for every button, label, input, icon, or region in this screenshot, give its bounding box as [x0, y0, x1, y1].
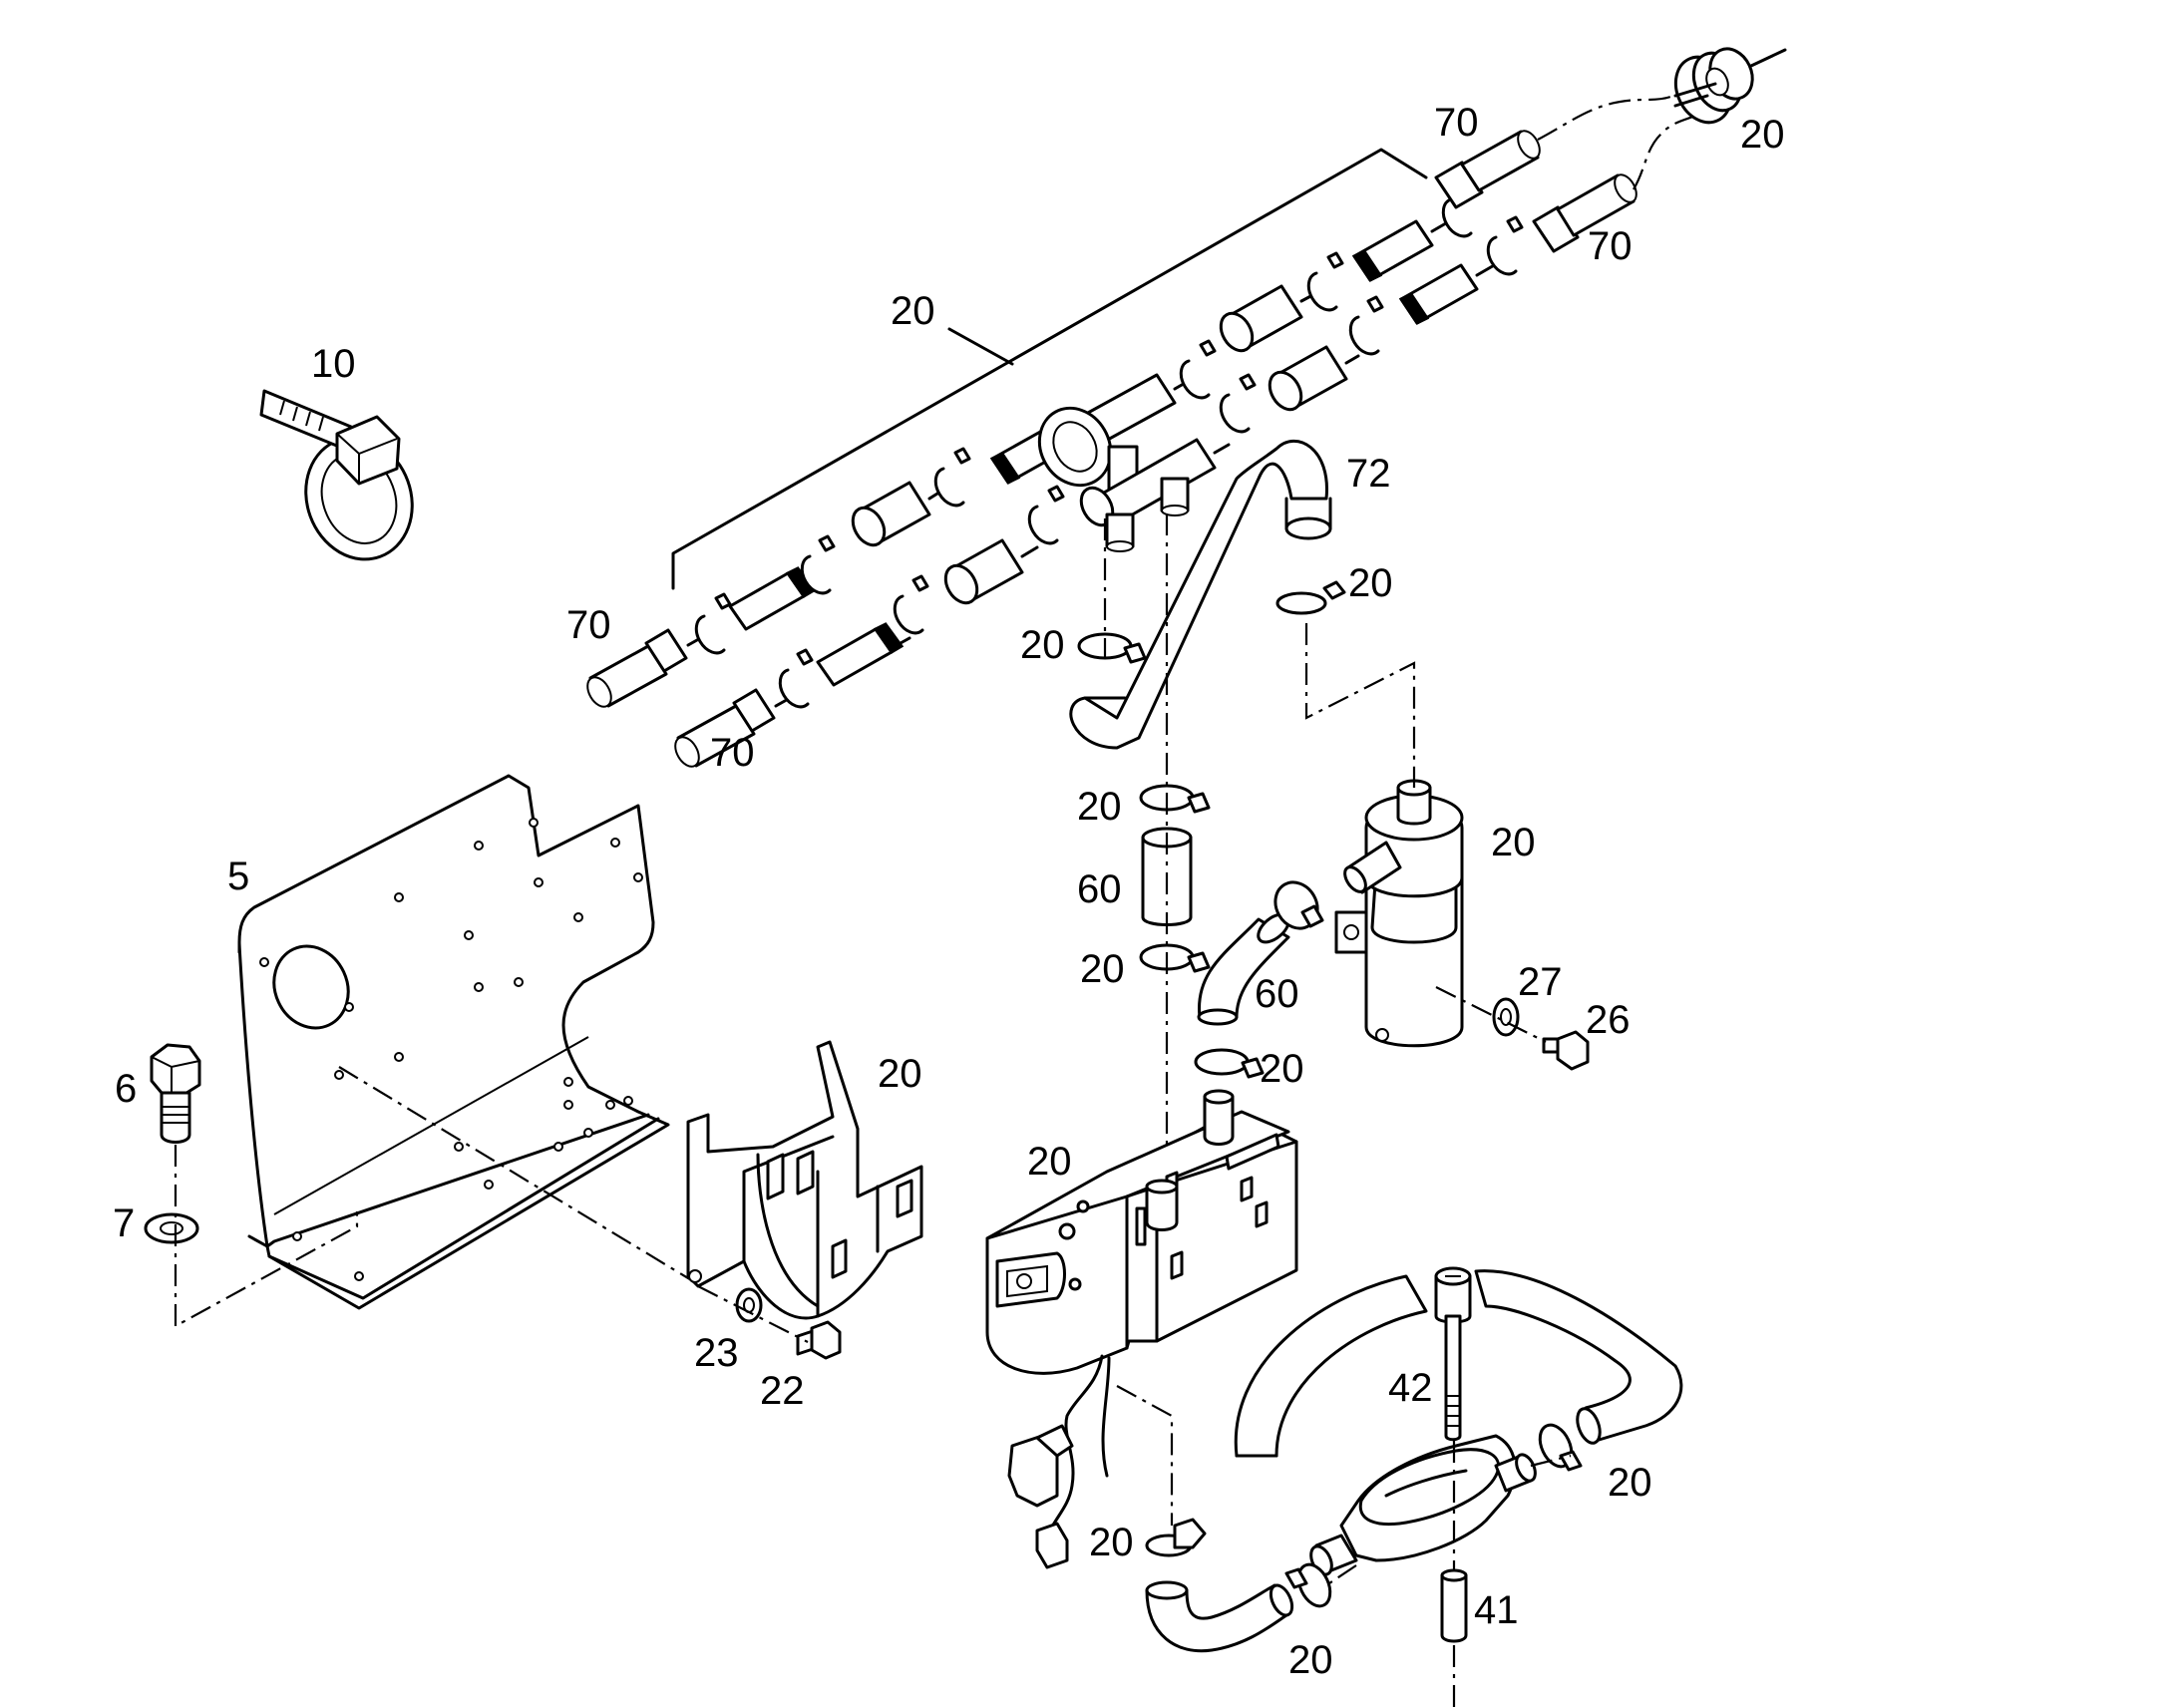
- line-group-leader: [947, 327, 1014, 366]
- curved-pipe-part: [1069, 439, 1332, 750]
- heater-unit-part: [985, 1089, 1298, 1569]
- bracket-part: [686, 1040, 923, 1320]
- callout-70-bottom: 70: [710, 731, 755, 775]
- heater-harness-axis: [1116, 1385, 1174, 1526]
- callout-labels: 5 6 7 10 20 70 70 20 70 70 72 20 20 20 6…: [113, 101, 1785, 1682]
- callout-20-exhaust-clamp: 20: [1608, 1461, 1652, 1505]
- callout-6: 6: [115, 1067, 137, 1111]
- callout-70-right: 70: [1588, 224, 1633, 268]
- mounting-plate-holes: [259, 818, 643, 1281]
- spacer-part-41: [1440, 1568, 1468, 1643]
- callout-20-heater: 20: [1027, 1140, 1072, 1184]
- elbow-hose-part: [1197, 912, 1290, 1026]
- callout-20-line-set: 20: [891, 289, 935, 333]
- bolt-axis: [174, 1145, 359, 1328]
- callout-20-grommet: 20: [1740, 113, 1785, 157]
- screw-part-22: [796, 1320, 842, 1360]
- grommet-part: [1673, 47, 1787, 125]
- washer-part-7: [144, 1212, 199, 1244]
- callout-20-bottom: 20: [1288, 1638, 1333, 1682]
- clamp-part-exhaust: [1538, 1423, 1583, 1472]
- callout-7: 7: [113, 1201, 135, 1245]
- clamp-part-72: [1275, 580, 1346, 615]
- bolt-part-6: [150, 1043, 201, 1144]
- callout-60-elbow: 60: [1255, 972, 1299, 1016]
- callout-20-left-clamp: 20: [1020, 623, 1065, 667]
- callout-27: 27: [1518, 960, 1563, 1004]
- clamp-part-middle: [1139, 784, 1211, 814]
- top-right-line-path-upper: [1537, 78, 1696, 141]
- callout-70-left: 70: [566, 603, 611, 647]
- callout-5: 5: [227, 854, 249, 898]
- callout-22: 22: [760, 1369, 805, 1413]
- callout-26: 26: [1586, 998, 1631, 1042]
- bolt-part-42: [1434, 1266, 1472, 1442]
- upper-fuel-line-row: [586, 130, 1541, 708]
- lower-fuel-line-row: [674, 173, 1637, 768]
- washer-part-27: [1492, 997, 1520, 1037]
- line-group-bracket: [671, 148, 1428, 590]
- callout-20-lower-clamp: 20: [1080, 947, 1125, 991]
- callout-41: 41: [1474, 1588, 1519, 1632]
- callout-23: 23: [694, 1331, 739, 1375]
- callout-60-sleeve: 60: [1077, 867, 1122, 911]
- clamp-part-pump: [1273, 880, 1324, 930]
- clamp-part-left: [1077, 632, 1147, 664]
- callout-20-bracket: 20: [878, 1052, 922, 1096]
- dosing-pump-part: [1334, 779, 1464, 1048]
- clamp-part-bottom: [1284, 1562, 1332, 1608]
- callout-20-pipe-clamp: 20: [1348, 561, 1393, 605]
- cable-tie-part: [259, 389, 414, 561]
- callout-70-top: 70: [1434, 101, 1479, 145]
- callout-20-pump: 20: [1491, 821, 1536, 864]
- callout-10: 10: [311, 342, 356, 386]
- callout-20-heater-clamp: 20: [1260, 1047, 1304, 1091]
- pump-screw-axis: [1435, 986, 1547, 1043]
- callout-72: 72: [1346, 452, 1391, 496]
- callout-20-bottom-clamp: 20: [1089, 1521, 1134, 1564]
- plate-axis: [338, 1066, 694, 1282]
- pump-dash-connector: [1304, 623, 1416, 788]
- callout-42: 42: [1388, 1366, 1433, 1410]
- mounting-plate-part: [237, 774, 670, 1310]
- screw-part-26: [1542, 1030, 1590, 1071]
- silencer-axis: [1325, 1454, 1572, 1586]
- clamp-part-heater: [1194, 1048, 1265, 1079]
- exhaust-hose-part: [1234, 1269, 1683, 1458]
- callout-20-mid-clamp: 20: [1077, 785, 1122, 829]
- bracket-screw-axis: [697, 1285, 809, 1343]
- silencer-part: [1309, 1434, 1537, 1576]
- clamp-part-lower: [1139, 943, 1211, 973]
- top-right-line-path-lower: [1633, 109, 1706, 190]
- washer-part-23: [735, 1287, 763, 1323]
- combustion-air-hose-part: [1145, 1580, 1294, 1653]
- clamp-part-combustion: [1145, 1518, 1207, 1557]
